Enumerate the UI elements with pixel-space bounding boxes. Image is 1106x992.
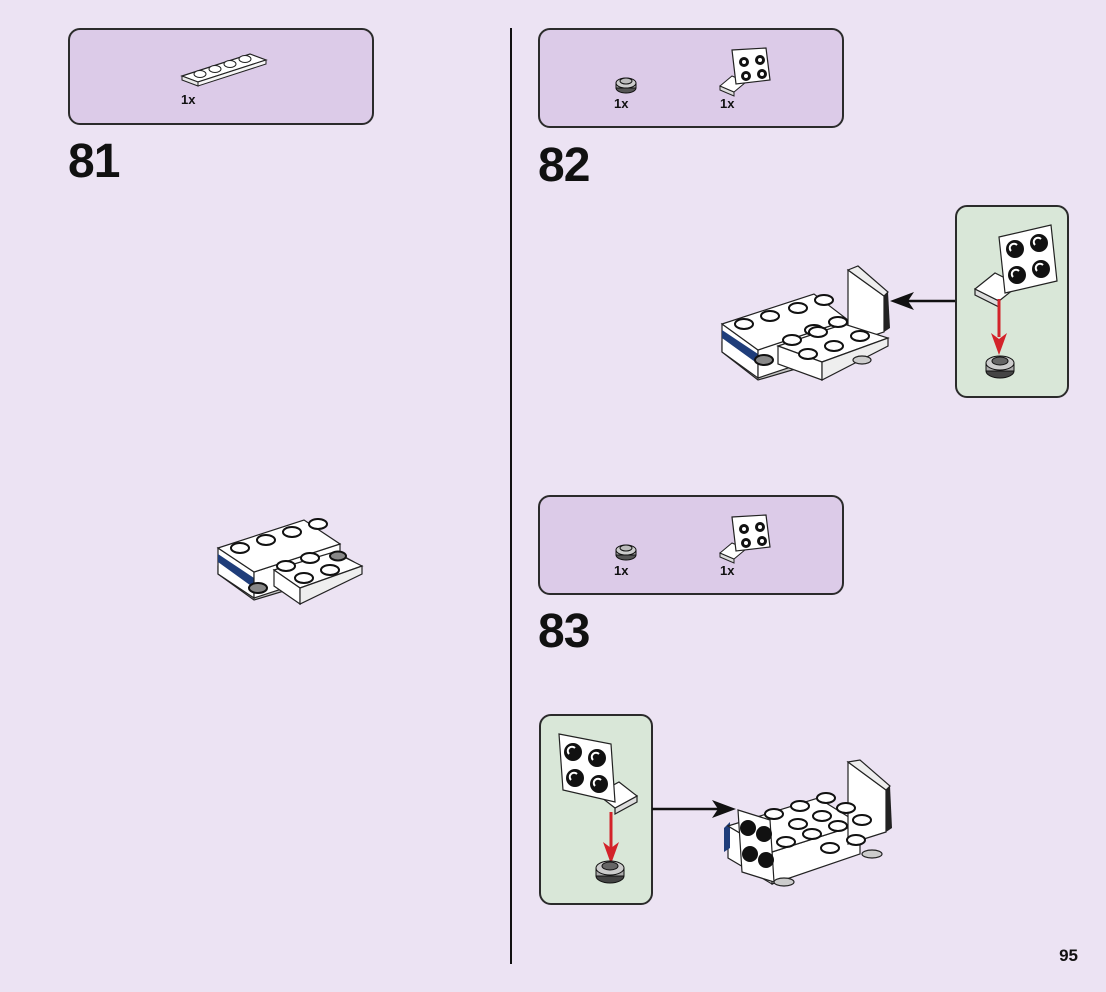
- part-qty: 1x: [181, 92, 196, 107]
- assembly-arrow-icon: [890, 292, 956, 310]
- parts-list-step-83: 1x 1x: [538, 495, 844, 595]
- step-number-81: 81: [68, 135, 120, 188]
- red-arrow-icon: [991, 299, 1007, 355]
- white-plate-1x4-icon: [180, 53, 268, 87]
- white-bracket-icon: [719, 47, 771, 97]
- grey-round-plate-icon: [615, 77, 637, 94]
- part-qty: 1x: [614, 563, 629, 578]
- grey-round-plate-icon: [615, 544, 637, 561]
- step-number-83: 83: [538, 605, 590, 658]
- white-bracket-icon: [719, 514, 771, 564]
- step-81-model: [216, 518, 364, 606]
- white-bracket-icon: [973, 224, 1058, 308]
- page-number: 95: [1059, 946, 1078, 965]
- part-qty: 1x: [614, 96, 629, 111]
- parts-list-step-81: 1x: [68, 28, 374, 125]
- assembly-arrow-icon: [652, 800, 736, 818]
- sub-assembly-callout-step-83: [539, 714, 653, 905]
- red-arrow-icon: [603, 812, 619, 864]
- white-bracket-icon: [558, 733, 639, 816]
- part-qty: 1x: [720, 96, 735, 111]
- sub-assembly-callout-step-82: [955, 205, 1069, 398]
- grey-round-plate-icon: [595, 860, 625, 884]
- step-82-model: [720, 265, 890, 381]
- part-qty: 1x: [720, 563, 735, 578]
- step-83-model: [724, 759, 892, 887]
- parts-list-step-82: 1x 1x: [538, 28, 844, 128]
- grey-round-plate-icon: [985, 355, 1015, 379]
- step-number-82: 82: [538, 139, 590, 192]
- column-divider: [510, 28, 512, 964]
